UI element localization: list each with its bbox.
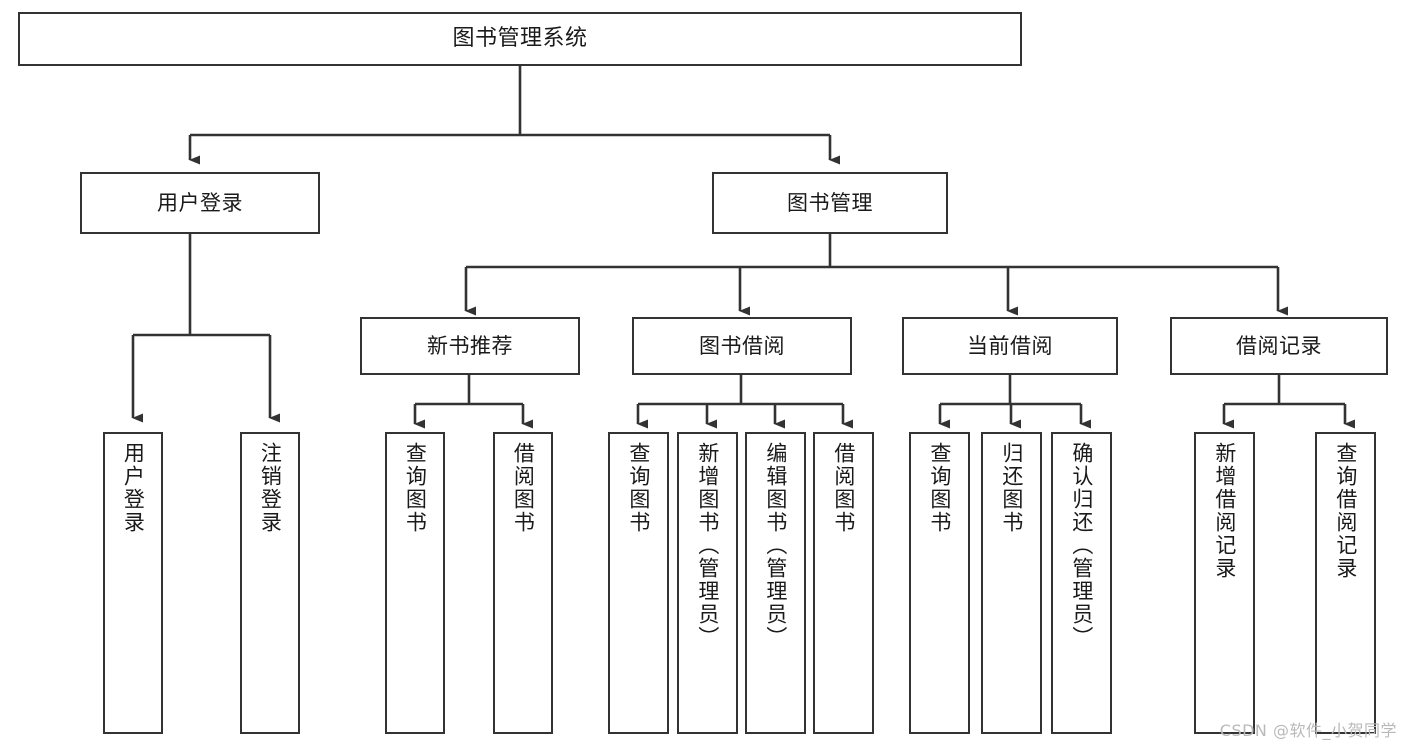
node-user-login-label: 用户登录	[157, 190, 243, 215]
node-current-borrow[interactable]: 当前借阅	[902, 317, 1118, 375]
leaf-label: 借阅图书	[511, 442, 536, 534]
leaf-label: 确认归还（管理员）	[1069, 442, 1094, 649]
node-book-borrow-label: 图书借阅	[699, 333, 785, 358]
leaf-label: 借阅图书	[831, 442, 856, 534]
leaf-new-book-1[interactable]: 借阅图书	[493, 432, 553, 734]
leaf-label: 查询图书	[403, 442, 428, 534]
leaf-label: 注销登录	[258, 442, 283, 534]
leaf-borrow-record-0[interactable]: 新增借阅记录	[1194, 432, 1255, 734]
node-root-label: 图书管理系统	[452, 25, 588, 51]
leaf-current-borrow-2[interactable]: 确认归还（管理员）	[1051, 432, 1112, 734]
leaf-label: 查询图书	[927, 442, 952, 534]
leaf-label: 编辑图书（管理员）	[763, 442, 788, 649]
node-current-borrow-label: 当前借阅	[967, 333, 1053, 358]
leaf-book-borrow-0[interactable]: 查询图书	[608, 432, 669, 734]
leaf-user-login-0[interactable]: 用户登录	[103, 432, 163, 734]
node-user-login[interactable]: 用户登录	[80, 172, 320, 234]
node-borrow-record[interactable]: 借阅记录	[1170, 317, 1388, 375]
leaf-label: 新增图书（管理员）	[695, 442, 720, 649]
leaf-user-login-1[interactable]: 注销登录	[240, 432, 300, 734]
node-new-book-recommend-label: 新书推荐	[427, 333, 513, 358]
leaf-book-borrow-1[interactable]: 新增图书（管理员）	[677, 432, 738, 734]
node-root[interactable]: 图书管理系统	[18, 12, 1022, 66]
node-book-manage-label: 图书管理	[787, 190, 873, 215]
watermark: CSDN @软件_小贺同学	[1219, 721, 1397, 740]
leaf-borrow-record-1[interactable]: 查询借阅记录	[1315, 432, 1376, 734]
node-book-manage[interactable]: 图书管理	[712, 172, 948, 234]
leaf-new-book-0[interactable]: 查询图书	[385, 432, 445, 734]
leaf-label: 新增借阅记录	[1212, 442, 1237, 580]
leaf-current-borrow-1[interactable]: 归还图书	[981, 432, 1042, 734]
leaf-current-borrow-0[interactable]: 查询图书	[909, 432, 970, 734]
leaf-book-borrow-2[interactable]: 编辑图书（管理员）	[745, 432, 806, 734]
leaf-label: 归还图书	[999, 442, 1024, 534]
leaf-label: 查询借阅记录	[1333, 442, 1358, 580]
leaf-book-borrow-3[interactable]: 借阅图书	[813, 432, 874, 734]
leaf-label: 查询图书	[626, 442, 651, 534]
node-new-book-recommend[interactable]: 新书推荐	[360, 317, 580, 375]
leaf-label: 用户登录	[121, 442, 146, 534]
node-borrow-record-label: 借阅记录	[1236, 333, 1322, 358]
node-book-borrow[interactable]: 图书借阅	[632, 317, 852, 375]
